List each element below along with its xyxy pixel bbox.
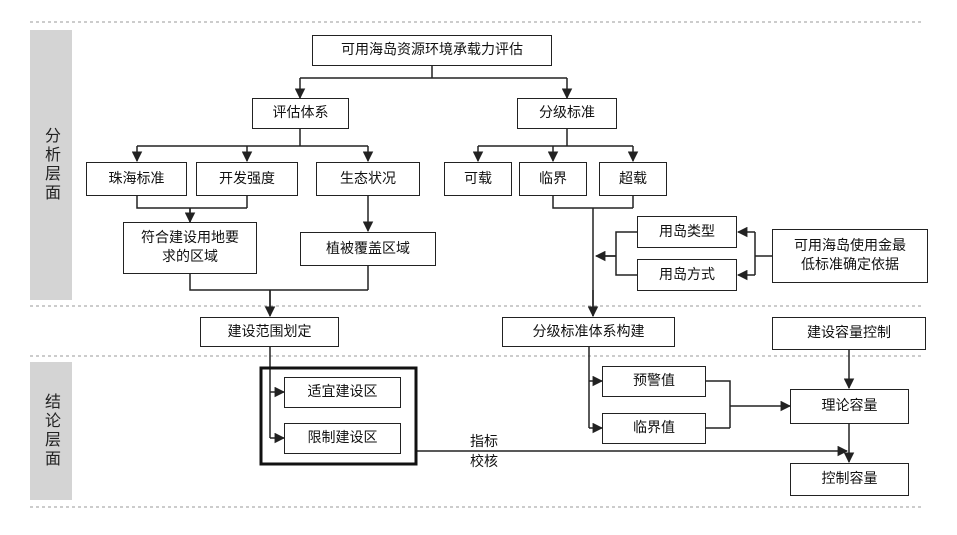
node-dev-intensity: 开发强度 xyxy=(196,162,298,196)
node-theory-capacity: 理论容量 xyxy=(790,389,909,424)
edge-root-to-level2 xyxy=(300,66,567,79)
node-eval-system: 评估体系 xyxy=(252,98,349,129)
node-land-requirement: 符合建设用地要 求的区域 xyxy=(123,222,257,274)
node-grading-system: 分级标准体系构建 xyxy=(502,317,675,347)
node-capacity-control: 建设容量控制 xyxy=(772,317,926,350)
node-eco-status: 生态状况 xyxy=(316,162,420,196)
node-grade-critical: 临界 xyxy=(519,162,587,196)
node-restricted-zone: 限制建设区 xyxy=(284,423,401,454)
layer-label-conclusion: 结论层面 xyxy=(42,393,61,469)
edge-values-merge xyxy=(706,380,775,429)
layer-band-conclusion: 结论层面 xyxy=(30,362,72,500)
node-veg-cover: 植被覆盖区域 xyxy=(300,232,436,266)
layer-band-analysis: 分析层面 xyxy=(30,30,72,300)
node-zhuhai-standard: 珠海标准 xyxy=(86,162,187,196)
edge-grading-branch xyxy=(478,128,633,147)
edge-eval-branch xyxy=(137,128,368,147)
zone-group-outline xyxy=(259,366,418,466)
node-fee-basis: 可用海岛使用金最 低标准确定依据 xyxy=(772,229,928,283)
edge-fee-branch xyxy=(754,232,772,275)
node-grade-can: 可载 xyxy=(444,162,512,196)
node-root: 可用海岛资源环境承载力评估 xyxy=(312,35,552,66)
node-warning-value: 预警值 xyxy=(602,366,706,397)
node-island-mode: 用岛方式 xyxy=(637,259,737,291)
edge-type-mode-left xyxy=(598,231,637,276)
node-scope: 建设范围划定 xyxy=(200,317,339,347)
node-grading-standard: 分级标准 xyxy=(517,98,617,129)
layer-label-analysis: 分析层面 xyxy=(42,127,61,203)
node-suitable-zone: 适宜建设区 xyxy=(284,377,401,408)
annotation-check: 指标 校核 xyxy=(470,434,498,470)
node-control-capacity: 控制容量 xyxy=(790,463,909,496)
node-critical-value: 临界值 xyxy=(602,413,706,444)
node-grade-over: 超载 xyxy=(599,162,667,196)
node-island-type: 用岛类型 xyxy=(637,216,737,248)
edge-merge-land xyxy=(136,196,248,222)
